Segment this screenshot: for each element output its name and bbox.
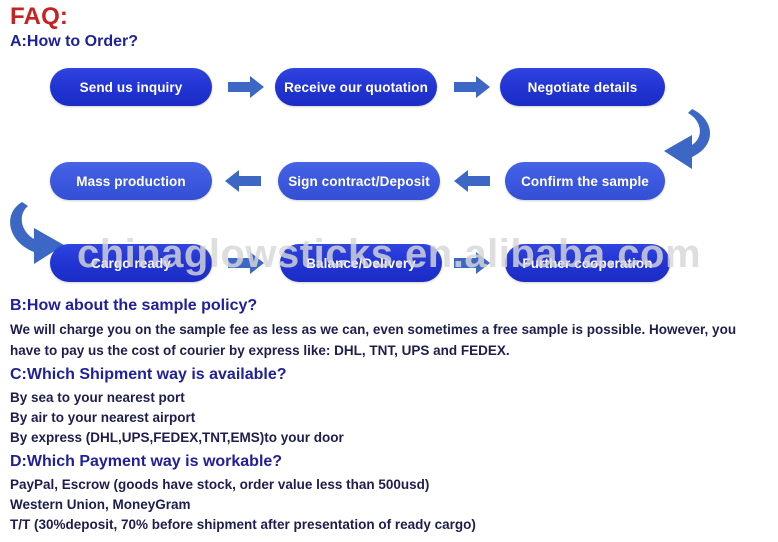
flow-box-confirm-the-sample[interactable]: Confirm the sample (505, 162, 665, 200)
question-c-heading: C:Which Shipment way is available? (10, 366, 287, 383)
flow-box-cargo-ready[interactable]: Cargo ready (50, 244, 212, 282)
question-a-heading: A:How to Order? (10, 33, 138, 50)
flow-box-mass-production[interactable]: Mass production (50, 162, 212, 200)
question-d-heading: D:Which Payment way is workable? (10, 453, 283, 470)
payment-line-2: Western Union, MoneyGram (10, 497, 191, 512)
flow-box-further-cooperation[interactable]: Further cooperation (505, 244, 670, 282)
payment-line-1: PayPal, Escrow (goods have stock, order … (10, 477, 430, 492)
question-b-body: We will charge you on the sample fee as … (10, 322, 737, 358)
shipment-line-1: By sea to your nearest port (10, 390, 185, 405)
page-title: FAQ: (10, 3, 69, 30)
flow-box-negotiate-details[interactable]: Negotiate details (500, 68, 665, 106)
payment-line-3: T/T (30%deposit, 70% before shipment aft… (10, 517, 476, 532)
curved-arrow-right-icon (630, 105, 730, 177)
curved-arrow-left-icon (8, 198, 108, 270)
arrow-left-icon-1 (223, 168, 263, 194)
flow-box-sign-contract-deposit[interactable]: Sign contract/Deposit (278, 162, 440, 200)
flow-box-balance-delivery[interactable]: Balance/Delivery (280, 244, 442, 282)
flow-box-receive-our-quotation[interactable]: Receive our quotation (275, 68, 437, 106)
arrow-right-icon-2 (452, 74, 492, 100)
arrow-right-icon-1 (226, 74, 266, 100)
order-flow-diagram: Send us inquiry Receive our quotation Ne… (8, 68, 730, 282)
faq-text-block: B:How about the sample policy? We will c… (10, 296, 770, 535)
flow-box-send-us-inquiry[interactable]: Send us inquiry (50, 68, 212, 106)
arrow-right-icon-4 (452, 250, 492, 276)
arrow-left-icon-2 (452, 168, 492, 194)
shipment-line-2: By air to your nearest airport (10, 410, 196, 425)
arrow-right-icon-3 (226, 250, 266, 276)
shipment-line-3: By express (DHL,UPS,FEDEX,TNT,EMS)to you… (10, 430, 344, 445)
question-b-heading: B:How about the sample policy? (10, 297, 258, 314)
